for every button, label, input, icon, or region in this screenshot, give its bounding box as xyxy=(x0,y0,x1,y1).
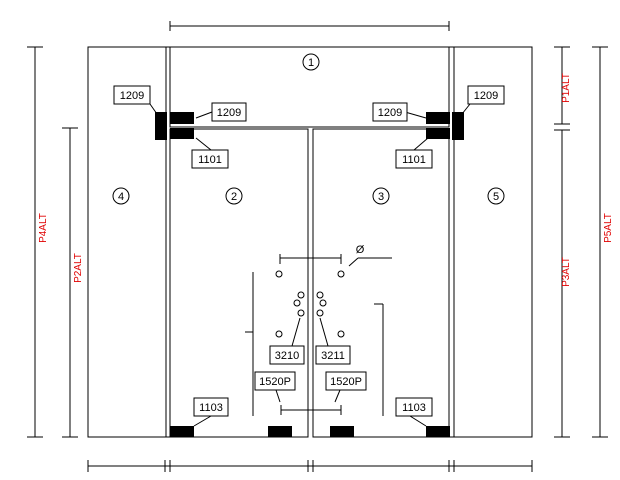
tag-pull-right: 3211 xyxy=(321,350,345,362)
diameter-symbol: Ø xyxy=(356,244,365,256)
panel-4-number: 4 xyxy=(118,191,124,203)
tag-bottom-right: 1103 xyxy=(402,402,426,414)
bottom-dimension xyxy=(87,460,533,472)
tag-lock-left: 1520P xyxy=(259,376,291,388)
tag-labels: 1209 1209 1101 1209 1101 1209 1103 1103 … xyxy=(120,90,498,414)
top-dimension xyxy=(169,21,450,31)
panel-3-outline xyxy=(312,128,450,438)
lock-block-right xyxy=(330,426,354,437)
p1alt-label: P1ALT xyxy=(561,73,572,103)
hinge-block-right-outer xyxy=(452,112,464,140)
panel-numbers: 1 2 3 4 5 xyxy=(112,53,505,205)
patch-block-right xyxy=(426,128,450,139)
tag-hinge-left-outer: 1209 xyxy=(120,90,144,102)
tag-bottom-left: 1103 xyxy=(199,402,223,414)
p5alt-label: P5ALT xyxy=(603,213,614,243)
panel-2-outline xyxy=(169,128,309,438)
tag-hinge-right-outer: 1209 xyxy=(474,90,498,102)
tag-pull-left: 3210 xyxy=(275,350,299,362)
panel-5-number: 5 xyxy=(493,191,499,203)
pull-details: Ø xyxy=(245,244,392,416)
p4alt-dimension: P4ALT xyxy=(27,46,49,438)
patch-block-left xyxy=(170,128,194,139)
tag-patch-left: 1101 xyxy=(198,154,222,166)
tag-lock-right: 1520P xyxy=(330,376,362,388)
panel-5-outline xyxy=(453,46,533,438)
lock-block-left xyxy=(268,426,292,437)
panel-4-outline xyxy=(87,46,167,438)
p3alt-label: P3ALT xyxy=(561,257,572,287)
bottom-hardware xyxy=(170,426,450,437)
p5alt-dimension: P5ALT xyxy=(592,46,614,438)
panel-2-number: 2 xyxy=(231,191,237,203)
panel-3-number: 3 xyxy=(378,191,384,203)
p2alt-dimension: P2ALT xyxy=(62,127,84,438)
bottom-block-left xyxy=(170,426,194,437)
p2alt-label: P2ALT xyxy=(73,253,84,283)
top-hardware xyxy=(155,112,464,140)
tag-hinge-right-inner: 1209 xyxy=(378,107,402,119)
tag-boxes xyxy=(113,85,505,417)
leader-lines xyxy=(149,103,471,427)
panel-1-outline xyxy=(169,46,450,128)
glass-panels xyxy=(87,46,533,438)
tag-patch-right: 1101 xyxy=(402,154,426,166)
hinge-block-left-top xyxy=(170,112,194,124)
panel-1-number: 1 xyxy=(308,57,314,69)
p4alt-label: P4ALT xyxy=(38,213,49,243)
hinge-block-left-outer xyxy=(155,112,167,140)
bottom-block-right xyxy=(426,426,450,437)
p1alt-p3alt-dimension: P1ALT P3ALT xyxy=(554,46,572,438)
tag-hinge-left-inner: 1209 xyxy=(217,107,241,119)
hinge-block-right-top xyxy=(426,112,450,124)
